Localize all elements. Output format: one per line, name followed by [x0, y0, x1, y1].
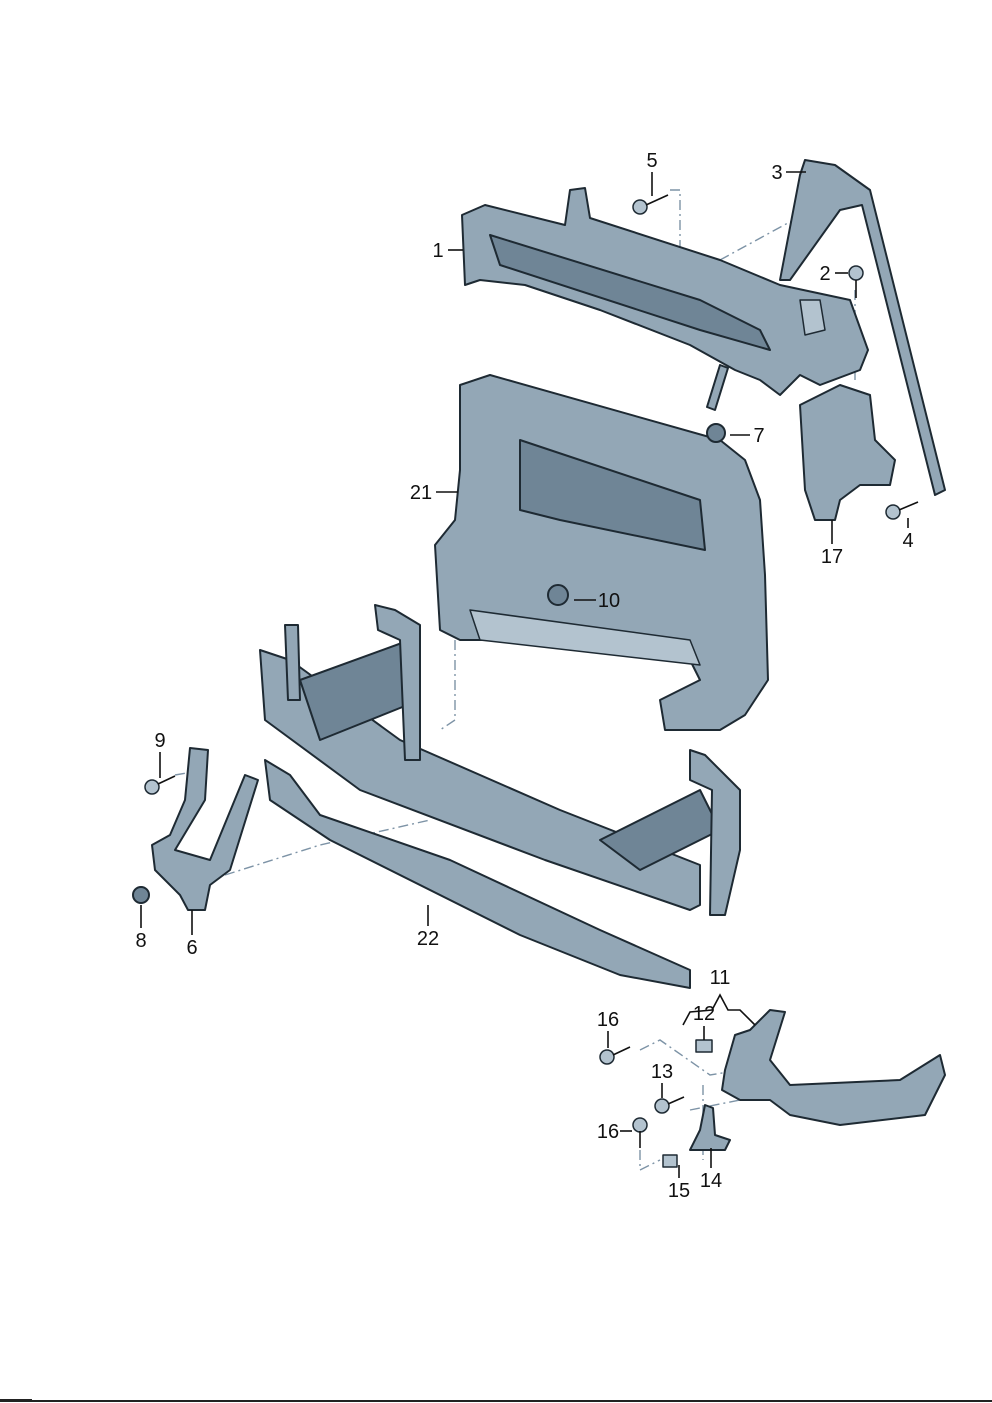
- part-8-nut: [132, 886, 150, 904]
- part-10-grommet: [547, 584, 569, 606]
- label-16-lower: 16: [597, 1121, 619, 1143]
- part-21-air-guide: [434, 374, 769, 731]
- label-8: 8: [135, 930, 146, 952]
- part-12-clip: [695, 1039, 713, 1053]
- part-6-bracket: [151, 747, 259, 911]
- label-11: 11: [710, 967, 731, 989]
- part-15-clip: [662, 1154, 678, 1168]
- part-14-bracket: [689, 1104, 731, 1151]
- label-21: 21: [410, 482, 432, 504]
- part-1-upper-carrier: [461, 187, 869, 396]
- footer-rule: [0, 1399, 992, 1402]
- label-2: 2: [819, 263, 830, 285]
- label-22: 22: [417, 928, 439, 950]
- label-10: 10: [598, 590, 620, 612]
- part-17-bracket: [799, 384, 896, 521]
- part-22-bumper-carrier: [259, 604, 741, 989]
- label-13: 13: [651, 1061, 673, 1083]
- label-4: 4: [902, 530, 913, 552]
- screws: [144, 194, 919, 1148]
- label-12: 12: [693, 1003, 715, 1025]
- label-3: 3: [771, 162, 782, 184]
- label-1: 1: [432, 240, 443, 262]
- label-7: 7: [753, 425, 764, 447]
- label-17: 17: [821, 546, 843, 568]
- label-16-upper: 16: [597, 1009, 619, 1031]
- label-14: 14: [700, 1170, 722, 1192]
- leader-lines: [140, 171, 909, 1178]
- label-6: 6: [186, 937, 197, 959]
- part-labels: 1 2 3 4 5 6 7 8 9 10 11 12 13 14 15 16 1…: [135, 150, 913, 1202]
- part-7-grommet: [706, 423, 726, 443]
- part-3-strut: [706, 159, 946, 496]
- label-5: 5: [646, 150, 657, 172]
- label-9: 9: [154, 730, 165, 752]
- label-15: 15: [668, 1180, 690, 1202]
- part-11-side-member: [721, 1009, 946, 1126]
